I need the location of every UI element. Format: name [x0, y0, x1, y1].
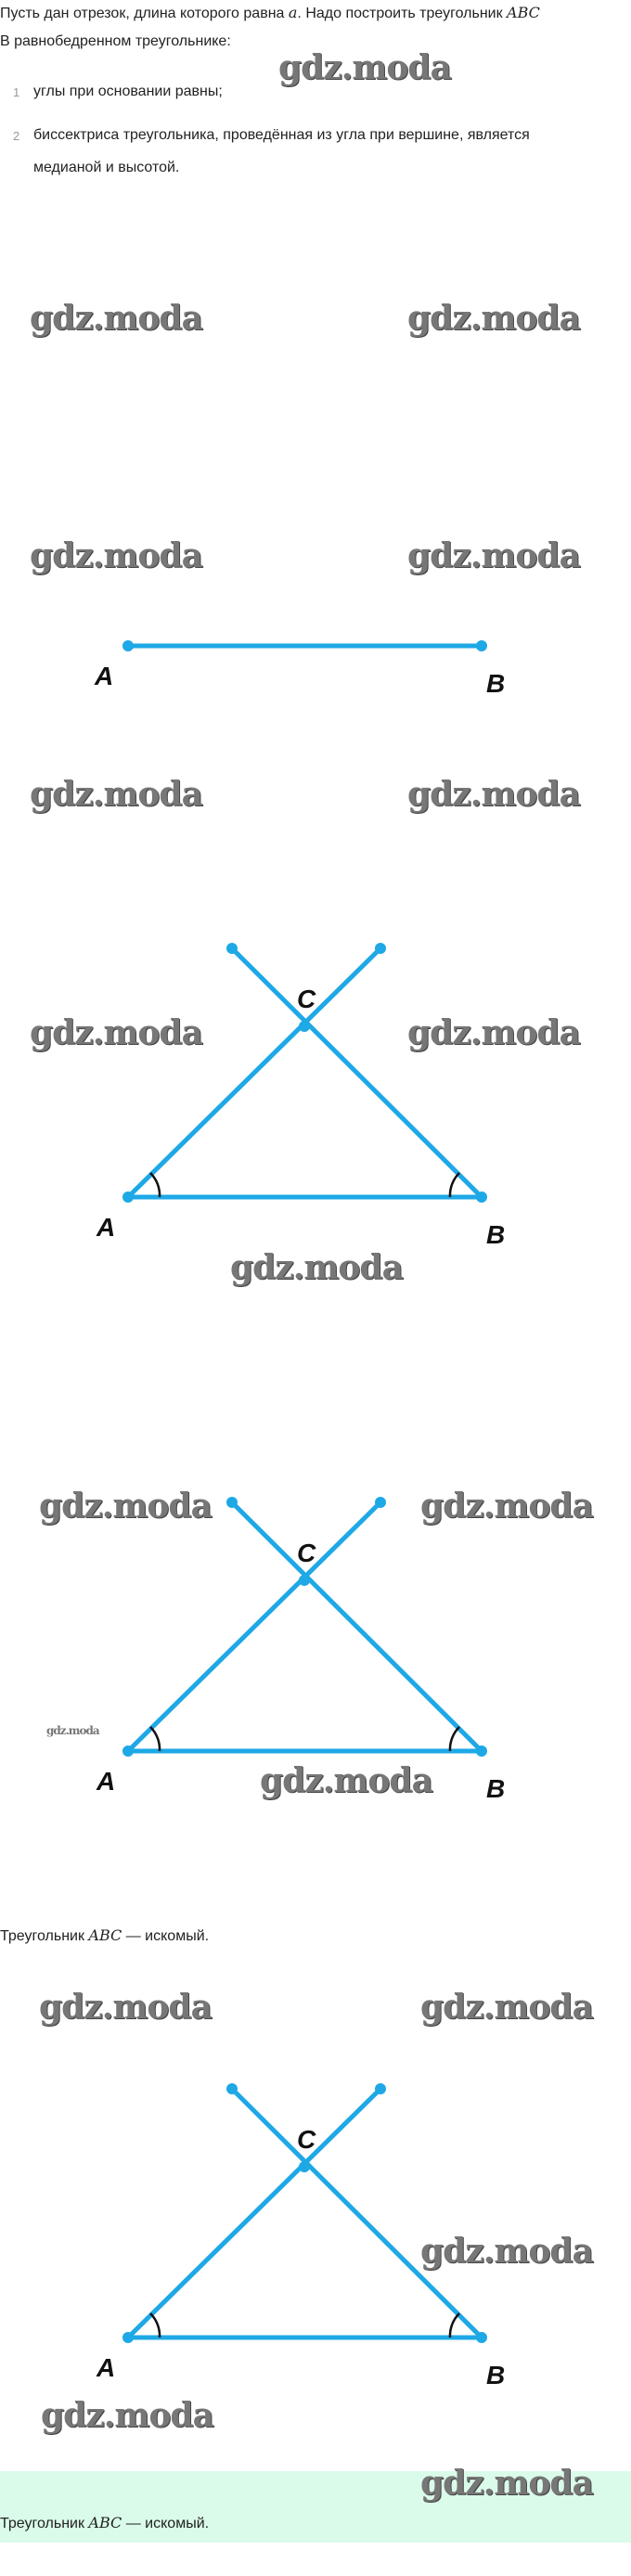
label-c: C [297, 2125, 316, 2154]
answer-box: Треугольник ABC — искомый. [0, 2471, 631, 2543]
endpoint [226, 1497, 238, 1508]
point-a [122, 1191, 134, 1203]
label-c: C [297, 985, 316, 1013]
label-c: C [297, 1539, 316, 1567]
angle-b-arc [448, 2312, 460, 2338]
endpoint [375, 2083, 386, 2094]
side-bc-extended [230, 947, 483, 1199]
watermark: gdz.moda [39, 1988, 212, 2027]
angle-a-arc [149, 1726, 161, 1752]
watermark: gdz.moda [30, 775, 203, 814]
watermark: gdz.moda [420, 2232, 594, 2271]
watermark: gdz.moda [30, 536, 203, 575]
list-item: углы при основании равны; [33, 84, 223, 99]
answer-text: Треугольник ABC — искомый. [0, 2514, 210, 2531]
side-ac-extended [126, 1501, 382, 1753]
angle-a-arc [149, 2312, 161, 2338]
triangle-figure-3: A B C [96, 2083, 505, 2384]
angle-b-arc [448, 1172, 460, 1198]
endpoint [226, 2083, 238, 2094]
segment-figure: A B [94, 640, 505, 698]
point-c [299, 2161, 310, 2172]
label-b: B [486, 1220, 505, 1243]
list-number: 2 [13, 129, 20, 143]
watermark: gdz.moda [39, 1487, 212, 1526]
label-a: A [96, 2353, 115, 2382]
intro-line-1: Пусть дан отрезок, длина которого равна … [0, 4, 540, 21]
watermark: gdz.moda [30, 299, 203, 338]
angle-b-arc [448, 1726, 460, 1752]
label-b: B [486, 669, 505, 698]
watermark: gdz.moda [407, 536, 581, 575]
watermark: gdz.moda [407, 299, 581, 338]
watermark: gdz.moda [407, 1013, 581, 1052]
watermark: gdz.moda [30, 1013, 203, 1052]
label-b: B [486, 2361, 505, 2384]
list-number: 1 [13, 85, 20, 99]
label-a: A [94, 662, 113, 690]
point-a [122, 640, 134, 651]
point-c [299, 1021, 310, 1032]
result-text: Треугольник ABC — искомый. [0, 1926, 210, 1944]
point-b [476, 1191, 487, 1203]
watermark: gdz.moda [420, 1988, 594, 2027]
label-b: B [486, 1774, 505, 1797]
watermark: gdz.moda [407, 775, 581, 814]
triangle-figure-2: A B C [96, 1497, 505, 1797]
point-b [476, 1745, 487, 1757]
side-bc-extended [230, 1501, 483, 1753]
label-a: A [96, 1213, 115, 1242]
triangle-figure-1: A B C [96, 943, 505, 1243]
watermark: gdz.moda [46, 1724, 100, 1737]
point-b [476, 2332, 487, 2343]
endpoint [226, 943, 238, 954]
list-item: биссектриса треугольника, проведённая из… [33, 127, 530, 143]
side-bc-extended [230, 2087, 483, 2339]
point-a [122, 2332, 134, 2343]
endpoint [375, 1497, 386, 1508]
watermark: gdz.moda [420, 1487, 594, 1526]
angle-a-arc [149, 1172, 161, 1198]
watermark: gdz.moda [230, 1248, 404, 1287]
list-item-continued: медианой и высотой. [33, 160, 180, 175]
watermark: gdz.moda [278, 48, 452, 87]
point-c [299, 1575, 310, 1586]
intro-line-2: В равнобедренном треугольнике: [0, 33, 231, 49]
watermark: gdz.moda [41, 2396, 214, 2435]
watermark: gdz.moda [420, 2464, 594, 2503]
watermark: gdz.moda [260, 1761, 433, 1800]
side-ac-extended [126, 947, 382, 1199]
point-a [122, 1745, 134, 1757]
side-ac-extended [126, 2087, 382, 2339]
point-b [476, 640, 487, 651]
endpoint [375, 943, 386, 954]
label-a: A [96, 1767, 115, 1796]
